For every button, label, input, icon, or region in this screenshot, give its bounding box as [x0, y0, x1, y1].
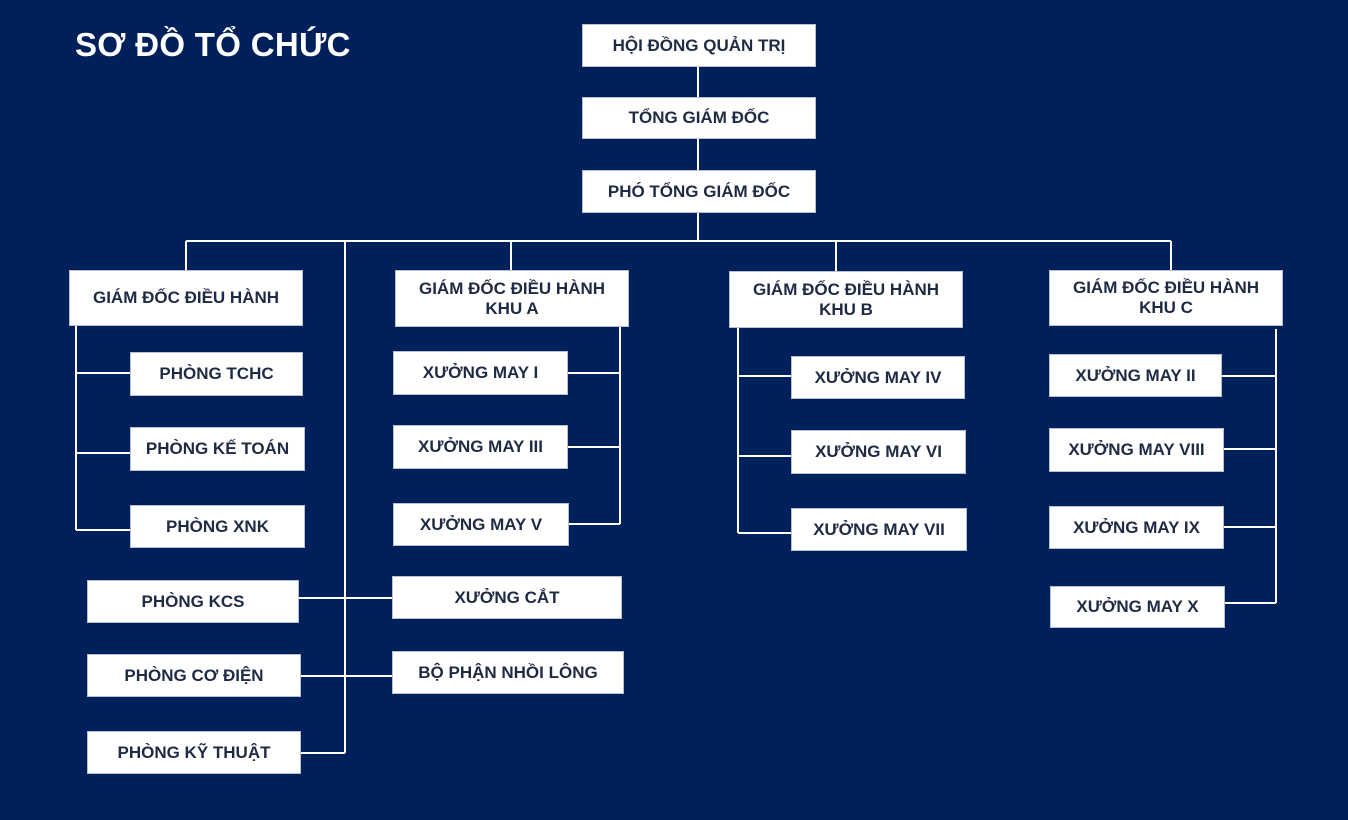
box-xuong-may-10: XƯỞNG MAY X [1050, 586, 1225, 628]
box-xuong-may-5: XƯỞNG MAY V [393, 503, 569, 546]
box-xuong-may-3: XƯỞNG MAY III [393, 425, 568, 469]
box-bo-phan-nhoi-long: BỘ PHẬN NHỒI LÔNG [392, 651, 624, 694]
box-xuong-may-1: XƯỞNG MAY I [393, 351, 568, 395]
box-xuong-may-9: XƯỞNG MAY IX [1049, 506, 1224, 549]
box-phong-ke-toan: PHÒNG KẾ TOÁN [130, 427, 305, 471]
box-phong-co-dien: PHÒNG CƠ ĐIỆN [87, 654, 301, 697]
box-xuong-may-6: XƯỞNG MAY VI [791, 430, 966, 474]
box-phong-tchc: PHÒNG TCHC [130, 352, 303, 396]
box-xuong-may-8: XƯỞNG MAY VIII [1049, 428, 1224, 472]
box-xuong-cat: XƯỞNG CẮT [392, 576, 622, 619]
box-phong-ky-thuat: PHÒNG KỸ THUẬT [87, 731, 301, 774]
page-title: SƠ ĐỒ TỔ CHỨC [75, 26, 351, 63]
box-exec-director-b: GIÁM ĐỐC ĐIỀU HÀNH KHU B [729, 271, 963, 328]
box-deputy-ceo: PHÓ TỔNG GIÁM ĐỐC [582, 170, 816, 213]
box-exec-director: GIÁM ĐỐC ĐIỀU HÀNH [69, 270, 303, 326]
box-phong-xnk: PHÒNG XNK [130, 505, 305, 548]
box-phong-kcs: PHÒNG KCS [87, 580, 299, 623]
box-ceo: TỔNG GIÁM ĐỐC [582, 97, 816, 139]
box-xuong-may-4: XƯỞNG MAY IV [791, 356, 965, 399]
box-exec-director-a: GIÁM ĐỐC ĐIỀU HÀNH KHU A [395, 270, 629, 327]
box-xuong-may-7: XƯỞNG MAY VII [791, 508, 967, 551]
box-exec-director-c: GIÁM ĐỐC ĐIỀU HÀNH KHU C [1049, 270, 1283, 326]
box-xuong-may-2: XƯỞNG MAY II [1049, 354, 1222, 397]
box-board: HỘI ĐỒNG QUẢN TRỊ [582, 24, 816, 67]
